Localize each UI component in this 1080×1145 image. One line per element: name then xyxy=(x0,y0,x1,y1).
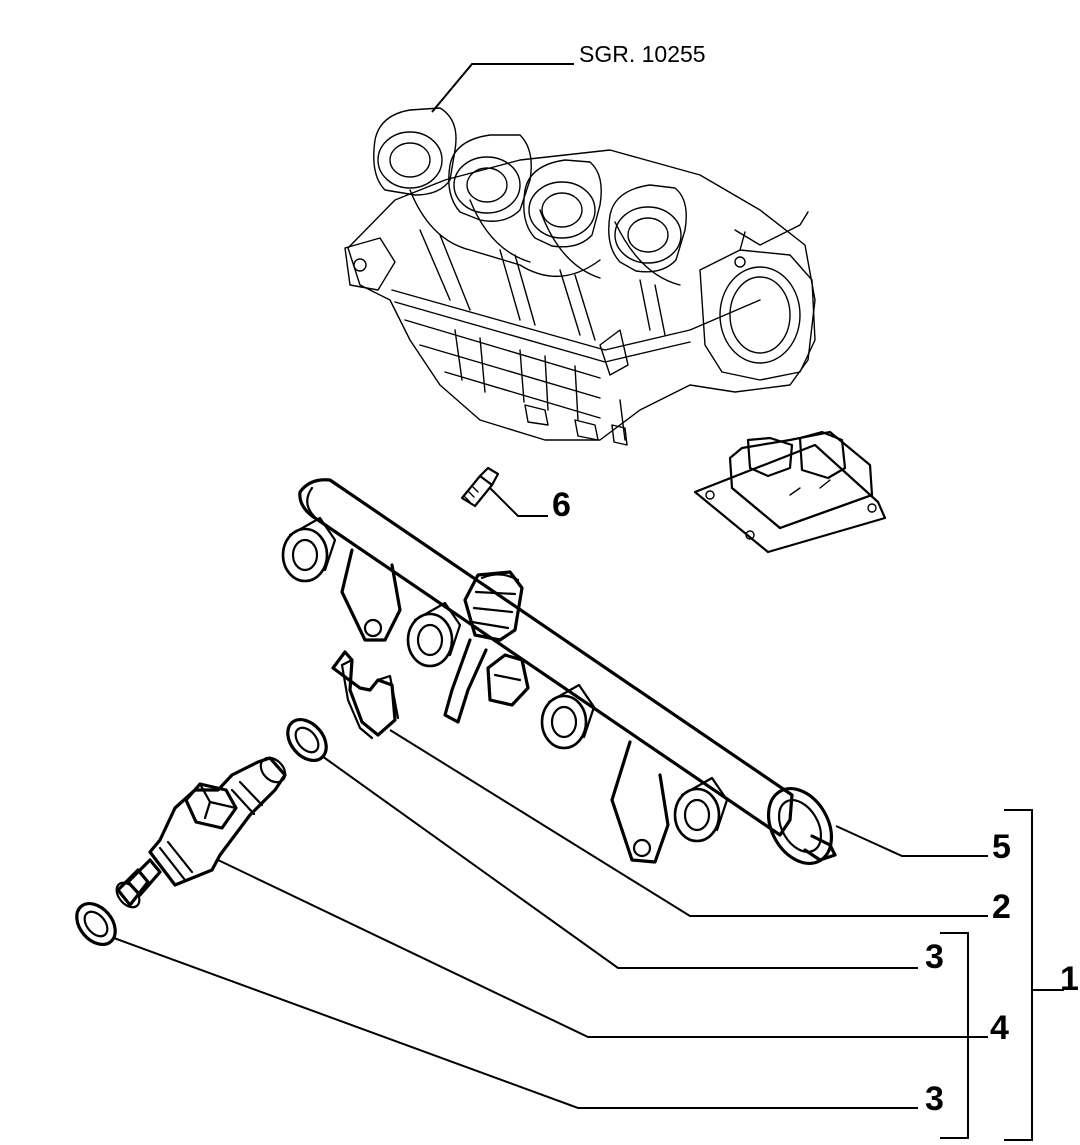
reference-label: SGR. 10255 xyxy=(579,41,706,67)
callout-4: 4 xyxy=(990,1009,1009,1047)
callout-3-upper: 3 xyxy=(925,938,944,976)
leader-line-4 xyxy=(217,859,988,1038)
callout-2: 2 xyxy=(992,888,1011,926)
leader-line-3-upper xyxy=(321,755,918,969)
bracket-inner-3-4-3 xyxy=(940,932,969,1139)
injector-clip-part-2 xyxy=(331,650,400,740)
callout-6: 6 xyxy=(552,486,571,524)
callout-1: 1 xyxy=(1060,960,1079,998)
bracket-outer-1 xyxy=(1004,809,1033,1141)
leader-line-6 xyxy=(489,487,548,517)
leader-line-3-lower xyxy=(113,937,918,1109)
leader-line-2 xyxy=(389,729,988,917)
callout-5: 5 xyxy=(992,828,1011,866)
fuel-injector-part-4 xyxy=(115,756,287,909)
reference-leader-line xyxy=(431,63,574,113)
o-ring-lower-part-3 xyxy=(75,901,117,947)
callout-3-lower: 3 xyxy=(925,1080,944,1118)
bolt-part-6 xyxy=(460,466,500,508)
o-ring-upper-part-3 xyxy=(286,717,328,763)
control-unit-illustration xyxy=(693,430,887,554)
intake-manifold-illustration xyxy=(344,107,816,446)
fuel-rail-part-5 xyxy=(281,478,837,865)
leader-line-5 xyxy=(835,825,988,857)
